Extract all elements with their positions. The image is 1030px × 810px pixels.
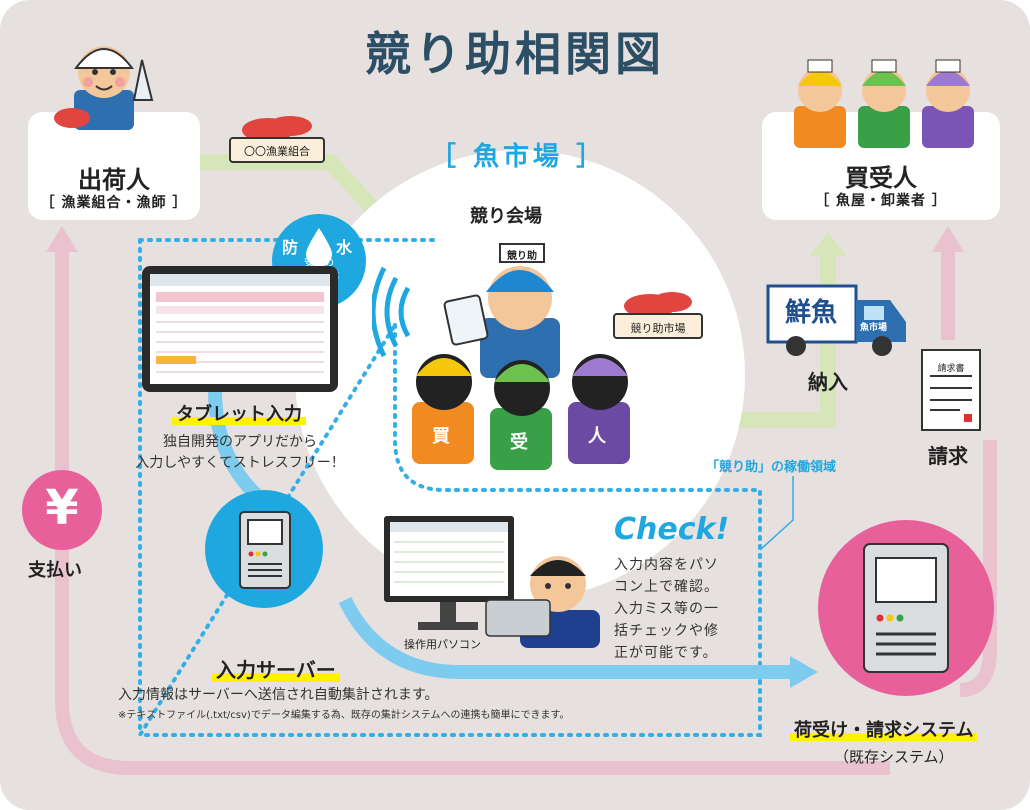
venue-label: 競り会場 bbox=[470, 202, 542, 228]
invoice-document-title: 請求書 bbox=[928, 361, 974, 374]
bidder-shirt-1: 買 bbox=[432, 422, 450, 448]
shipper-name: 出荷人 bbox=[28, 160, 200, 195]
tablet-description: 独自開発のアプリだから 入力しやすくてストレスフリー！ bbox=[120, 432, 360, 474]
operator-pc-label: 操作用パソコン bbox=[404, 636, 481, 652]
server-description: 入力情報はサーバーへ送信され自動集計されます。 bbox=[118, 684, 438, 704]
waterproof-char-1: 防 bbox=[282, 234, 298, 258]
server-note: ※テキストファイル(.txt/csv)でデータ編集する為、既存の集計システムへの… bbox=[118, 706, 570, 721]
operating-area-label: 「競り助」の稼働領域 bbox=[706, 456, 836, 475]
server-title-text: 入力サーバー bbox=[212, 658, 340, 682]
bidder-shirt-3: 人 bbox=[588, 422, 606, 448]
buyer-name: 買受人 bbox=[762, 158, 1000, 193]
wifi-signal-icon bbox=[373, 268, 408, 356]
shipper-subtitle: ［ 漁業組合・漁師 ］ bbox=[28, 192, 200, 212]
waterproof-char-2: 水 bbox=[336, 234, 352, 258]
buyers-trio-illustration bbox=[780, 40, 990, 152]
auctioneer bbox=[444, 244, 560, 378]
market-crate-label: 競り助市場 bbox=[616, 320, 700, 336]
shipper-crate-label: 〇〇漁業組合 bbox=[232, 143, 322, 159]
buyer-orange bbox=[794, 60, 846, 148]
invoice-label: 請求 bbox=[928, 440, 968, 469]
buyer-purple bbox=[922, 60, 974, 148]
fisherman-illustration bbox=[52, 30, 162, 140]
buyer-green bbox=[858, 60, 910, 148]
system-subtitle: （既存システム） bbox=[834, 746, 954, 767]
bidder-shirt-2: 受 bbox=[510, 428, 528, 454]
market-label: ［ 魚市場 ］ bbox=[430, 136, 606, 173]
tablet-title-text: タブレット入力 bbox=[172, 404, 306, 425]
buyer-subtitle: ［ 魚屋・卸業者 ］ bbox=[762, 190, 1000, 210]
truck-cargo-label: 鮮魚 bbox=[774, 292, 848, 329]
tablet-title: タブレット入力 bbox=[172, 400, 306, 426]
system-server-icon bbox=[862, 542, 950, 674]
check-title: Check! bbox=[614, 512, 729, 547]
server-title: 入力サーバー bbox=[212, 654, 340, 683]
system-title-text: 荷受け・請求システム bbox=[790, 720, 977, 741]
server-icon bbox=[238, 510, 292, 590]
delivery-label: 納入 bbox=[808, 366, 848, 395]
system-title: 荷受け・請求システム bbox=[790, 716, 977, 742]
yen-icon: ¥ bbox=[22, 478, 102, 538]
check-description: 入力内容をパソ コン上で確認。 入力ミス等の一 括チェックや修 正が可能です。 bbox=[614, 554, 754, 664]
operator-pc-illustration bbox=[382, 514, 606, 650]
truck-door-label: 魚市場 bbox=[860, 320, 887, 333]
auctioneer-cap-label: 競り助 bbox=[500, 247, 544, 262]
tablet-illustration bbox=[142, 266, 338, 392]
payment-label: 支払い bbox=[28, 556, 82, 582]
